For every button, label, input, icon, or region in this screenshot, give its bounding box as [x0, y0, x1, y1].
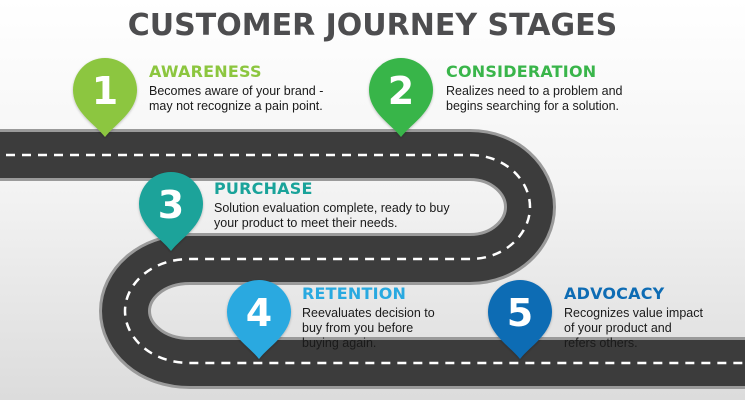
stage-3-desc-line: Solution evaluation complete, ready to b… — [214, 201, 450, 215]
stage-4-desc-line: buy from you before — [302, 321, 414, 335]
stage-3-pin-icon: 3 — [139, 172, 203, 251]
stage-2-description: Realizes need to a problem and begins se… — [446, 84, 623, 114]
stage-1-number: 1 — [92, 69, 118, 113]
stage-5-desc-line: Recognizes value impact — [564, 306, 703, 320]
stage-1-desc-line: may not recognize a pain point. — [149, 99, 323, 113]
stage-3-desc-line: your product to meet their needs. — [214, 216, 398, 230]
stage-3-description: Solution evaluation complete, ready to b… — [214, 201, 450, 231]
stage-1-desc-line: Becomes aware of your brand - — [149, 84, 324, 98]
pin-shape — [369, 58, 433, 137]
stage-3-number: 3 — [158, 183, 184, 227]
pin-shape — [73, 58, 137, 137]
stage-4-pin-icon: 4 — [227, 280, 291, 359]
stage-4-description: Reevaluates decision to buy from you bef… — [302, 306, 435, 351]
stage-2-title: CONSIDERATION — [446, 62, 597, 81]
pin-shape — [227, 280, 291, 359]
stage-4-title: RETENTION — [302, 284, 407, 303]
pin-shape — [488, 280, 552, 359]
stage-2-pin-icon: 2 — [369, 58, 433, 137]
stage-5-title: ADVOCACY — [564, 284, 665, 303]
stage-2-desc-line: begins searching for a solution. — [446, 99, 620, 113]
stage-4-desc-line: Reevaluates decision to — [302, 306, 435, 320]
stage-2-desc-line: Realizes need to a problem and — [446, 84, 623, 98]
stage-3-title: PURCHASE — [214, 179, 313, 198]
page-title: CUSTOMER JOURNEY STAGES — [127, 8, 618, 43]
stage-2-number: 2 — [388, 69, 414, 113]
stage-5-desc-line: refers others. — [564, 336, 638, 350]
stage-5-desc-line: of your product and — [564, 321, 672, 335]
stage-5-pin-icon: 5 — [488, 280, 552, 359]
stage-4-desc-line: buying again. — [302, 336, 377, 350]
stage-5-number: 5 — [507, 291, 533, 335]
stage-4-number: 4 — [246, 291, 272, 335]
stage-1-pin-icon: 1 — [73, 58, 137, 137]
road — [0, 129, 745, 389]
stage-1-title: AWARENESS — [149, 62, 262, 81]
road-lane-markings — [0, 153, 745, 365]
stage-1-description: Becomes aware of your brand - may not re… — [149, 84, 323, 114]
pin-shape — [139, 172, 203, 251]
stage-5-description: Recognizes value impact of your product … — [564, 306, 703, 351]
